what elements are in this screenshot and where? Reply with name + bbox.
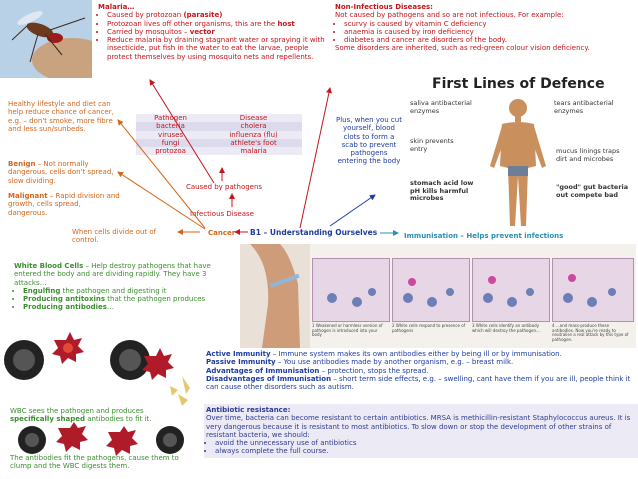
malignant-text: Malignant – Rapid division and growth, c… [8, 192, 120, 217]
malaria-item: Protozoan lives off other organisms, thi… [107, 20, 330, 28]
malaria-title: Malaria… [98, 3, 135, 11]
table-cell: bacteria [156, 122, 185, 131]
skin-label: skin prevents entry [410, 137, 454, 153]
vaccine-caption-2: 2 White cells respond to presence of pat… [392, 323, 466, 333]
pathogen-table: Pathogen Disease bacteria cholera viruse… [136, 114, 302, 156]
resistance-title: Antibiotic resistance: [206, 406, 291, 414]
defence-title: First Lines of Defence [432, 76, 605, 92]
clumped-pathogens-illustration [18, 422, 184, 456]
first-lines-defence: First Lines of Defence saliva antibacter… [406, 76, 632, 226]
immunisation-label: Immunisation – Helps prevent infections [404, 232, 564, 240]
noninfectious-item: scurvy is caused by vitamin C deficiency [344, 20, 635, 28]
table-header: Pathogen [154, 114, 187, 122]
wbc-antibody-illustration [4, 332, 190, 406]
resistance-list: avoid the unnecessary use of antibiotics… [206, 439, 636, 456]
plus-cut-text: Plus, when you cut yourself, blood clots… [336, 116, 402, 166]
resistance-text: Over time, bacteria can become resistant… [206, 414, 631, 439]
vaccine-panel-cells [327, 274, 616, 307]
table-cell: viruses [158, 130, 184, 139]
vaccine-panel-4 [552, 258, 634, 322]
resistance-item: always complete the full course. [215, 447, 636, 455]
cancer-label: Cancer [208, 229, 236, 237]
noninfectious-outro: Some disorders are inherited, such as re… [335, 44, 590, 53]
wbc-sees-text: WBC sees the pathogen and produces speci… [10, 407, 152, 424]
table-cell: malaria [240, 147, 267, 155]
central-title: B1 – Understanding Ourselves [250, 228, 378, 237]
vaccine-panel-3 [472, 258, 550, 322]
caused-by-pathogens: Caused by pathogens [186, 183, 263, 191]
vaccine-caption-3: 3 White cells identify an antibody which… [472, 323, 540, 333]
wbc-item: Producing antibodies… [23, 303, 236, 311]
malaria-item: Carried by mosquitos – vector [107, 28, 330, 36]
noninfectious-item: diabetes and cancer are disorders of the… [344, 36, 635, 44]
malaria-item: Caused by protozoan (parasite) [107, 11, 330, 19]
table-cell: athlete's foot [230, 138, 277, 147]
immunity-line: Active Immunity – Immune system makes it… [206, 350, 562, 358]
immunity-line: Advantages of Immunisation – protection,… [206, 366, 429, 375]
wbc-item: Engulfing the pathogen and digesting it [23, 287, 236, 295]
stomach-label: stomach acid low pH kills harmful microb… [410, 179, 474, 203]
vaccine-caption-1: 1 Weakened or harmless version of pathog… [312, 323, 383, 338]
healthy-lifestyle-text: Healthy lifestyle and diet can help redu… [8, 100, 114, 133]
benign-text: Benign – Not normally dangerous, cells d… [8, 160, 114, 185]
table-cell: protozoa [155, 147, 186, 155]
wbc-section: White Blood Cells – Help destroy pathoge… [14, 262, 236, 312]
immunity-line: Disadvantages of Immunisation – short te… [206, 374, 631, 391]
immunity-section: Active Immunity – Immune system makes it… [206, 350, 634, 391]
human-body-figure [490, 99, 546, 226]
malaria-list: Caused by protozoan (parasite) Protozoan… [98, 11, 330, 61]
saliva-label: saliva antibacterial enzymes [410, 99, 472, 115]
table-header: Disease [239, 114, 268, 122]
table-cell: fungi [161, 138, 180, 147]
table-cell: influenza (flu) [229, 130, 278, 139]
table-cell: cholera [240, 122, 267, 131]
antibiotic-resistance-section: Antibiotic resistance: Over time, bacter… [204, 404, 638, 458]
vaccine-illustration: 1 Weakened or harmless version of pathog… [240, 244, 636, 348]
wbc-list: Engulfing the pathogen and digesting it … [14, 287, 236, 312]
wbc-intro: White Blood Cells – Help destroy pathoge… [14, 262, 211, 287]
vaccine-panel-2 [392, 258, 470, 322]
immunity-line: Passive Immunity – You use antibodies ma… [206, 358, 514, 367]
tears-label: tears antibacterial enzymes [554, 99, 614, 115]
gut-label: "good" gut bacteria out compete bad [556, 183, 629, 199]
mucus-label: mucus linings traps dirt and microbes [556, 147, 620, 163]
resistance-item: avoid the unnecessary use of antibiotics [215, 439, 636, 447]
arm-injection-image [240, 244, 310, 348]
noninfectious-title: Non-Infectious Diseases: [335, 3, 433, 11]
mosquito-image [0, 0, 92, 78]
noninfectious-list: scurvy is caused by vitamin C deficiency… [335, 20, 635, 45]
wbc-fit-text: The antibodies fit the pathogens, cause … [10, 454, 179, 471]
vaccine-caption-4: 4 ...and mass-produce these antibodies. … [552, 323, 629, 343]
cells-divide-text: When cells divide out of control. [72, 228, 157, 245]
malaria-section: Malaria… Caused by protozoan (parasite) … [98, 3, 330, 61]
malaria-item: Reduce malaria by draining stagnant wate… [107, 36, 330, 61]
noninfectious-item: anaemia is caused by iron deficiency [344, 28, 635, 36]
wbc-item: Producing antitoxins that the pathogen p… [23, 295, 236, 303]
infectious-disease-label: Infectious Disease [190, 210, 254, 218]
noninfectious-section: Non-Infectious Diseases: Not caused by p… [335, 3, 635, 53]
noninfectious-intro: Not caused by pathogens and so are not i… [335, 11, 564, 20]
vaccine-panel-1 [312, 258, 390, 322]
